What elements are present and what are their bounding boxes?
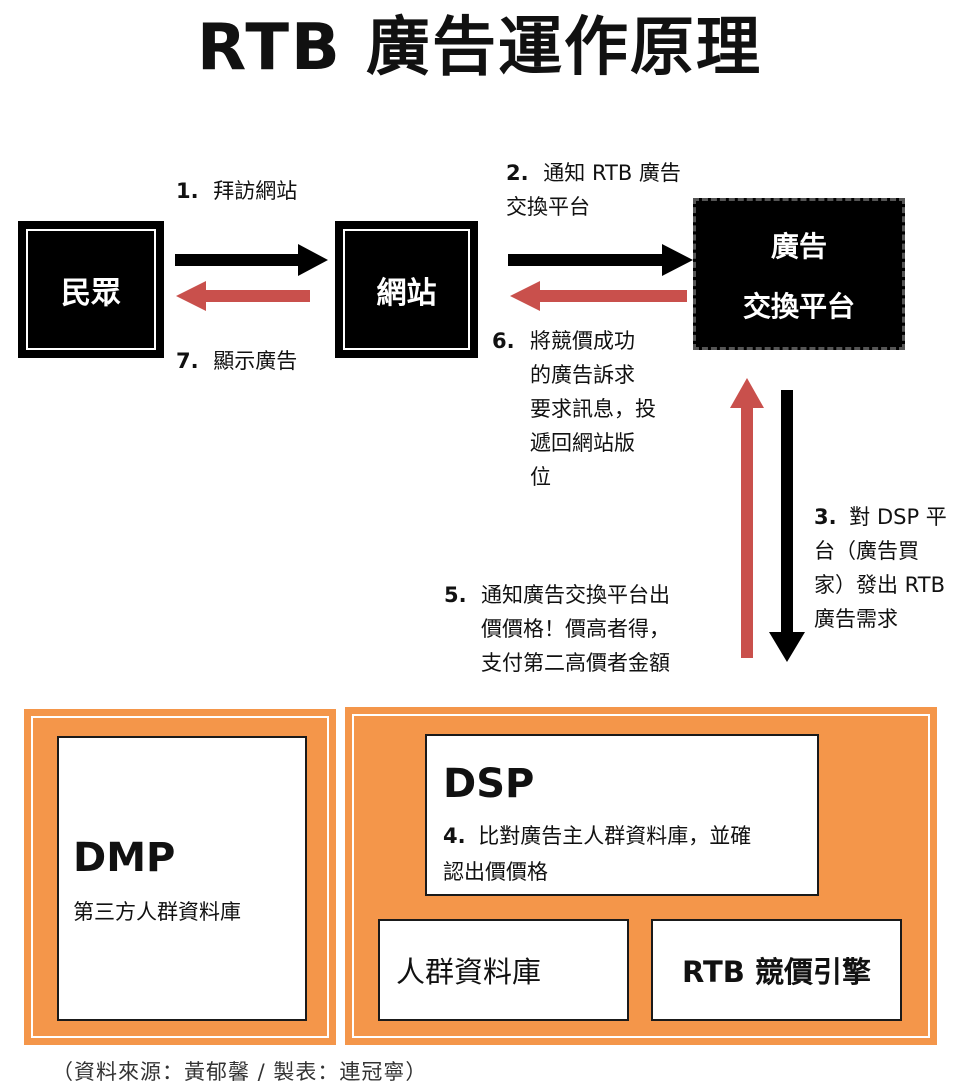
step-6-line1: 將競價成功 <box>530 329 635 353</box>
arrow-return-ad <box>510 281 687 311</box>
step-6-line2: 的廣告訴求 <box>530 363 635 387</box>
step-5-label: 5. <box>444 578 467 612</box>
rtb-engine-label: RTB 競價引擎 <box>681 955 871 989</box>
ad-exchange-label-line2: 交換平台 <box>742 290 855 323</box>
step-7-text: 顯示廣告 <box>213 349 298 373</box>
step-1-label: 1. 拜訪網站 <box>176 174 297 208</box>
arrow-request-dsp <box>769 390 805 662</box>
source-note: （資料來源：黃郁馨 / 製表：連冠寧） <box>52 1060 428 1084</box>
step-6-number: 6. <box>492 329 515 353</box>
step-6-line4: 遞回網站版 <box>530 431 635 455</box>
step-3-line2: 台（廣告買 <box>814 539 919 563</box>
dmp-title: DMP <box>73 835 176 881</box>
ad-exchange-node: 廣告 交換平台 <box>693 198 905 350</box>
audience-db-label: 人群資料庫 <box>396 955 542 989</box>
ad-exchange-label-line1: 廣告 <box>770 230 827 263</box>
step-1-text: 拜訪網站 <box>213 179 298 203</box>
step-2-line2: 交換平台 <box>506 195 590 219</box>
step-1-number: 1. <box>176 179 199 203</box>
step-6-label: 6. <box>492 324 515 358</box>
step-3-line4: 廣告需求 <box>814 607 898 631</box>
dsp-panel: DSP 4. 比對廣告主人群資料庫，並確 認出價價格 人群資料庫 RTB 競價引… <box>345 707 937 1045</box>
step-3-label: 3. 對 DSP 平 台（廣告買 家）發出 RTB 廣告需求 <box>814 500 959 636</box>
dmp-box: DMP 第三方人群資料庫 <box>57 736 307 1021</box>
rtb-engine-box: RTB 競價引擎 <box>651 919 902 1021</box>
arrow-visit-website <box>175 244 328 276</box>
step-4-number: 4. <box>443 824 466 848</box>
step-3-line3: 家）發出 RTB <box>814 573 945 597</box>
public-label: 民眾 <box>61 275 121 311</box>
step-5-text: 通知廣告交換平台出 價價格！價高者得， 支付第二高價者金額 <box>481 578 721 680</box>
step-5-line1: 通知廣告交換平台出 <box>481 583 670 607</box>
step-5-number: 5. <box>444 583 467 607</box>
arrow-notify-exchange <box>508 244 693 276</box>
step-2-label: 2. 通知 RTB 廣告 交換平台 <box>506 156 681 224</box>
step-7-number: 7. <box>176 349 199 373</box>
arrow-bid-response <box>730 378 764 658</box>
dsp-box: DSP 4. 比對廣告主人群資料庫，並確 認出價價格 <box>425 734 819 896</box>
audience-db-box: 人群資料庫 <box>378 919 629 1021</box>
step-5-line2: 價價格！價高者得， <box>481 617 670 641</box>
step-6-line3: 要求訊息，投 <box>530 397 656 421</box>
dmp-subtitle: 第三方人群資料庫 <box>73 900 241 924</box>
dsp-step-4: 4. 比對廣告主人群資料庫，並確 認出價價格 <box>443 818 813 890</box>
dmp-panel: DMP 第三方人群資料庫 <box>24 709 336 1045</box>
step-3-number: 3. <box>814 505 837 529</box>
step-5-line3: 支付第二高價者金額 <box>481 651 670 675</box>
step-7-label: 7. 顯示廣告 <box>176 344 297 378</box>
website-node: 網站 <box>335 221 478 358</box>
step-2-number: 2. <box>506 161 529 185</box>
step-6-line5: 位 <box>530 465 551 489</box>
website-label: 網站 <box>376 275 437 311</box>
step-6-text: 將競價成功 的廣告訴求 要求訊息，投 遞回網站版 位 <box>530 324 690 494</box>
dsp-title: DSP <box>443 761 535 807</box>
step-4-line2: 認出價價格 <box>443 860 548 884</box>
public-node: 民眾 <box>18 221 164 358</box>
step-2-line1: 通知 RTB 廣告 <box>543 161 681 185</box>
arrow-display-ad <box>176 281 310 311</box>
step-3-line1: 對 DSP 平 <box>849 505 947 529</box>
step-4-line1: 比對廣告主人群資料庫，並確 <box>478 824 752 848</box>
page-title: RTB 廣告運作原理 <box>196 11 763 85</box>
